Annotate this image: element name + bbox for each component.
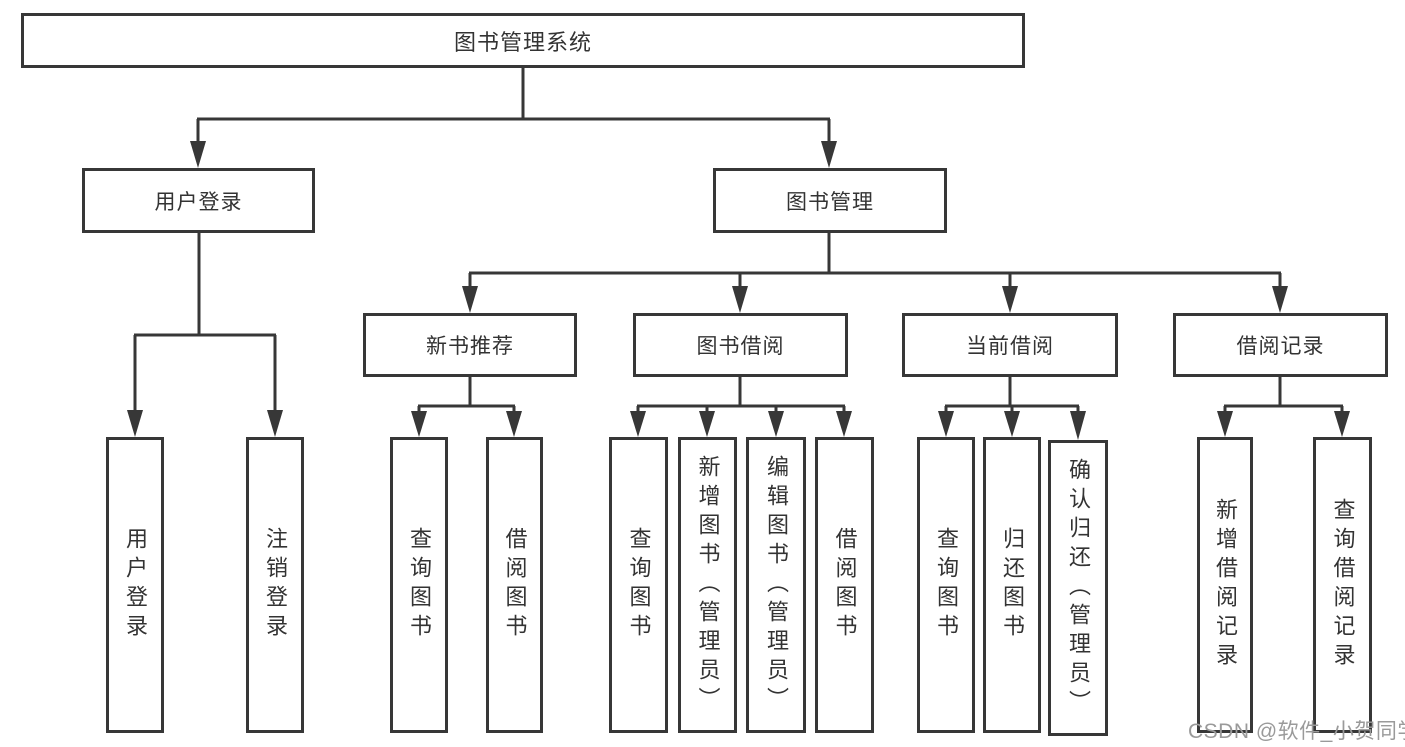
node-book-borrow: 图书借阅 [633,313,848,377]
edge-root-to-level2 [190,68,837,168]
node-current-borrow-label: 当前借阅 [966,335,1054,358]
node-book-mgmt: 图书管理 [713,168,947,233]
leaf-bb-query-books: 查询图书 [609,437,668,733]
arrowhead [411,411,427,437]
edge-new-book-rec-to-leaves [411,377,522,437]
arrowhead [768,411,784,437]
arrowhead [1217,411,1233,437]
edge-book-mgmt-to-level3 [462,233,1288,313]
csdn-watermark: CSDN @软件_小贺同学 [1188,720,1405,743]
node-user-login: 用户登录 [82,168,315,233]
arrowhead [127,410,143,437]
leaf-user-login: 用户登录 [106,437,164,733]
arrowhead [732,286,748,313]
leaf-bb-add-books-admin: 新增图书（管理员） [678,437,737,733]
arrowhead [836,411,852,437]
leaf-cb-confirm-return-admin-label: 确认归还（管理员） [1066,457,1091,719]
edge-user-login-to-leaves [127,233,283,437]
leaf-logout: 注销登录 [246,437,304,733]
arrowhead [1070,411,1086,440]
leaf-bb-borrow-books: 借阅图书 [815,437,874,733]
leaf-bb-borrow-books-label: 借阅图书 [832,527,858,643]
leaf-br-query-record-label: 查询借阅记录 [1330,498,1356,672]
leaf-nb-borrow-books-label: 借阅图书 [502,527,528,643]
node-new-book-rec-label: 新书推荐 [426,335,514,358]
edge-book-borrow-to-leaves [630,377,852,437]
arrowhead [267,410,283,437]
leaf-bb-query-books-label: 查询图书 [626,527,652,643]
leaf-user-login-label: 用户登录 [123,527,148,643]
leaf-br-add-record-label: 新增借阅记录 [1213,498,1238,672]
leaf-nb-borrow-books: 借阅图书 [486,437,543,733]
leaf-nb-query-books-label: 查询图书 [407,527,432,643]
node-book-borrow-label: 图书借阅 [696,335,785,358]
arrowhead [699,411,715,437]
edge-current-borrow-to-leaves [938,377,1086,440]
node-borrow-record-label: 借阅记录 [1236,335,1325,358]
leaf-br-add-record: 新增借阅记录 [1197,437,1253,733]
arrowhead [821,141,837,168]
leaf-cb-return-books: 归还图书 [983,437,1041,733]
arrowhead [630,411,646,437]
node-borrow-record: 借阅记录 [1173,313,1388,377]
leaf-bb-edit-books-admin-label: 编辑图书（管理员） [764,454,789,716]
arrowhead [190,141,206,168]
arrowhead [506,411,522,437]
arrowhead [1004,411,1020,437]
leaf-cb-return-books-label: 归还图书 [1000,527,1025,643]
leaf-cb-query-books: 查询图书 [917,437,975,733]
leaf-br-query-record: 查询借阅记录 [1313,437,1372,733]
node-current-borrow: 当前借阅 [902,313,1118,377]
leaf-bb-add-books-admin-label: 新增图书（管理员） [695,454,721,716]
edge-borrow-record-to-leaves [1217,377,1350,437]
arrowhead [938,411,954,437]
node-book-mgmt-label: 图书管理 [786,190,874,214]
leaf-cb-query-books-label: 查询图书 [934,527,959,643]
leaf-nb-query-books: 查询图书 [390,437,448,733]
node-user-login-label: 用户登录 [154,190,243,214]
node-new-book-rec: 新书推荐 [363,313,577,377]
leaf-logout-label: 注销登录 [263,527,288,643]
arrowhead [1002,286,1018,313]
node-root-label: 图书管理系统 [453,29,592,55]
node-root: 图书管理系统 [21,13,1025,68]
arrowhead [1272,286,1288,313]
leaf-cb-confirm-return-admin: 确认归还（管理员） [1048,440,1108,736]
arrowhead [1334,411,1350,437]
arrowhead [462,286,478,313]
leaf-bb-edit-books-admin: 编辑图书（管理员） [746,437,806,733]
